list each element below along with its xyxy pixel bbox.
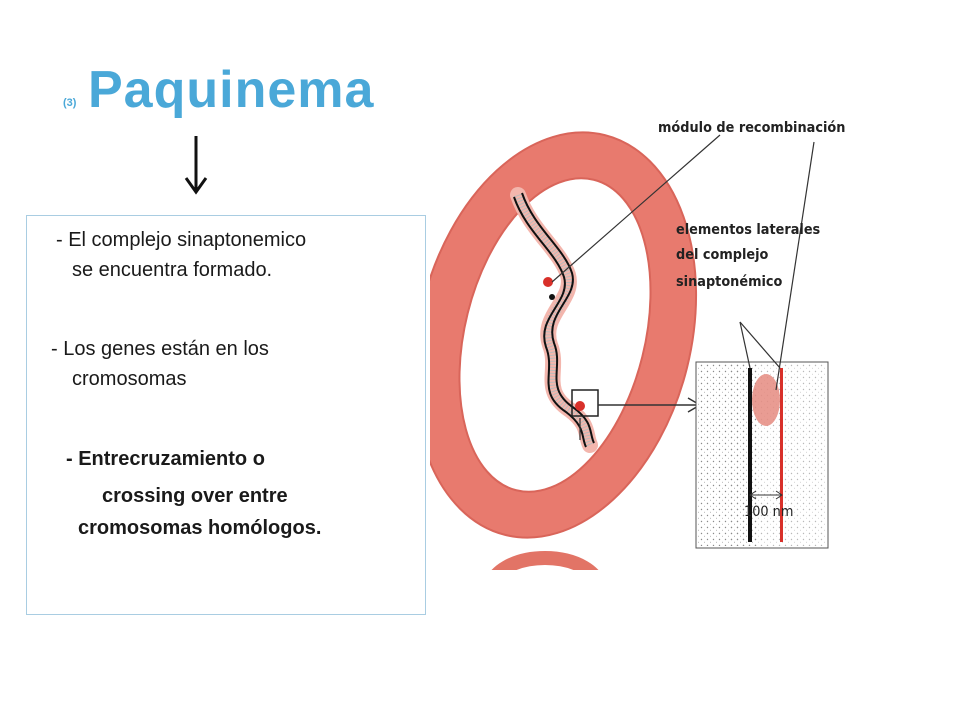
nuclear-ring (412, 131, 698, 539)
label-lateral-elements-2: del complejo (676, 247, 769, 263)
scale-bar-label: 100 nm (744, 504, 794, 520)
bullet-3-line-2: crossing over entre (102, 485, 288, 507)
page-title: Paquinema (88, 61, 375, 119)
label-lateral-elements-3: sinaptonémico (676, 274, 783, 290)
bullet-2-line-1: - Los genes están en los (51, 338, 269, 360)
chromosome-pair (510, 187, 598, 453)
label-recombination-module: módulo de recombinación (658, 120, 846, 136)
figure-drawing (412, 131, 829, 629)
second-ring (483, 551, 607, 629)
zoom-box (571, 389, 599, 417)
bullet-3-line-1: - Entrecruzamiento o (66, 448, 265, 470)
bullet-2-line-2: cromosomas (72, 368, 187, 390)
bullet-1-line-2: se encuentra formado. (72, 259, 273, 281)
title-number: (3) (63, 97, 77, 109)
text-box: - El complejo sinaptonemico se encuentra… (26, 215, 426, 615)
bullet-3-line-3: cromosomas homólogos. (78, 517, 322, 539)
label-lateral-elements-1: elementos laterales (676, 222, 821, 238)
synaptonemal-complex-figure: módulo de recombinación elementos latera… (412, 100, 860, 629)
bullet-1-line-1: - El complejo sinaptonemico (56, 229, 307, 251)
down-arrow-icon (184, 136, 208, 195)
enlarged-panel (695, 361, 829, 549)
